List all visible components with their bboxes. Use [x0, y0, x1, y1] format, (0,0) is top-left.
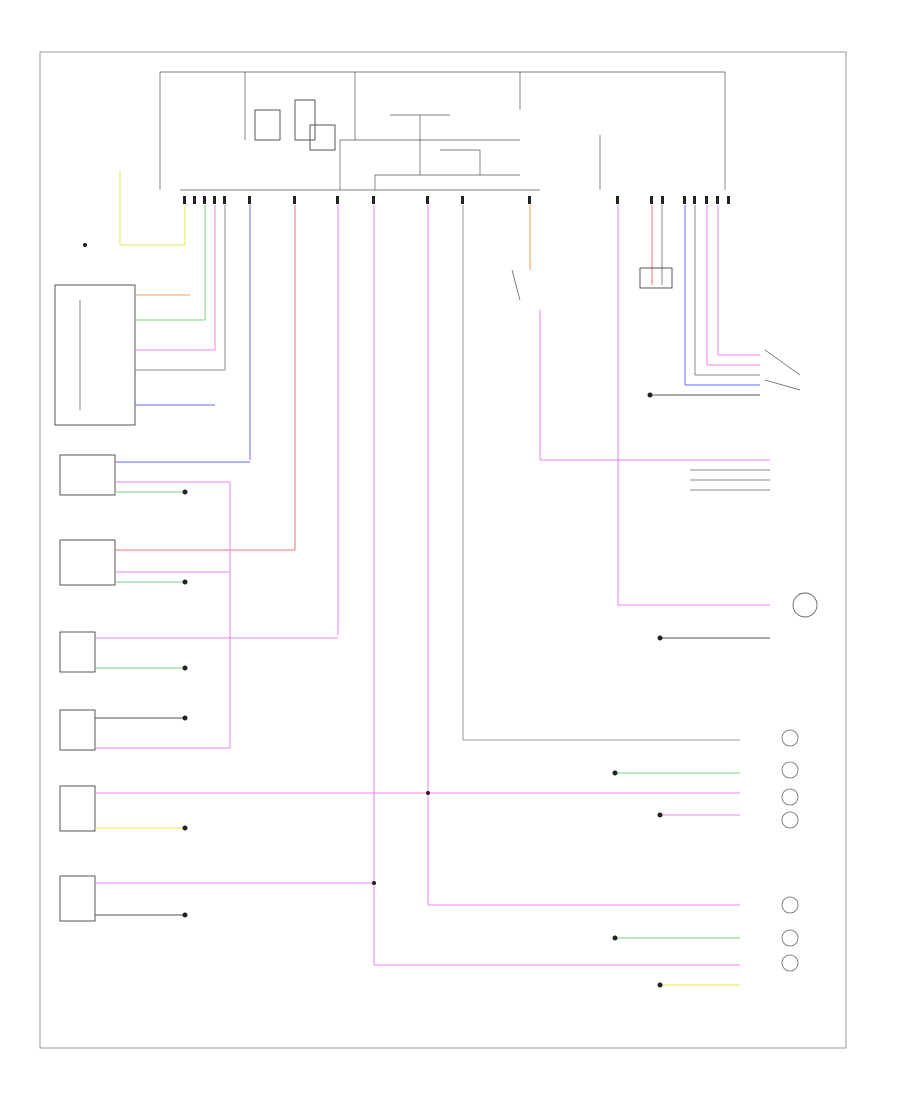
multifunction-switch — [54, 284, 225, 426]
fuse-bus — [159, 71, 726, 190]
relay-network — [180, 99, 601, 191]
headlamp-switch — [639, 267, 801, 398]
vertical-wires — [119, 170, 719, 965]
module-connections — [511, 269, 818, 641]
diagram-frame — [39, 51, 847, 1049]
right-front-lamp — [59, 539, 295, 586]
left-rear-lamp — [463, 729, 799, 829]
right-reverse-lamp — [59, 875, 374, 922]
right-repeater — [59, 709, 230, 751]
left-front-lamp — [59, 454, 250, 496]
left-reverse-lamp — [59, 785, 740, 832]
right-rear-lamp — [374, 896, 799, 988]
left-repeater — [59, 631, 338, 673]
wire-junctions — [83, 243, 430, 885]
connector-row-top — [183, 196, 730, 204]
